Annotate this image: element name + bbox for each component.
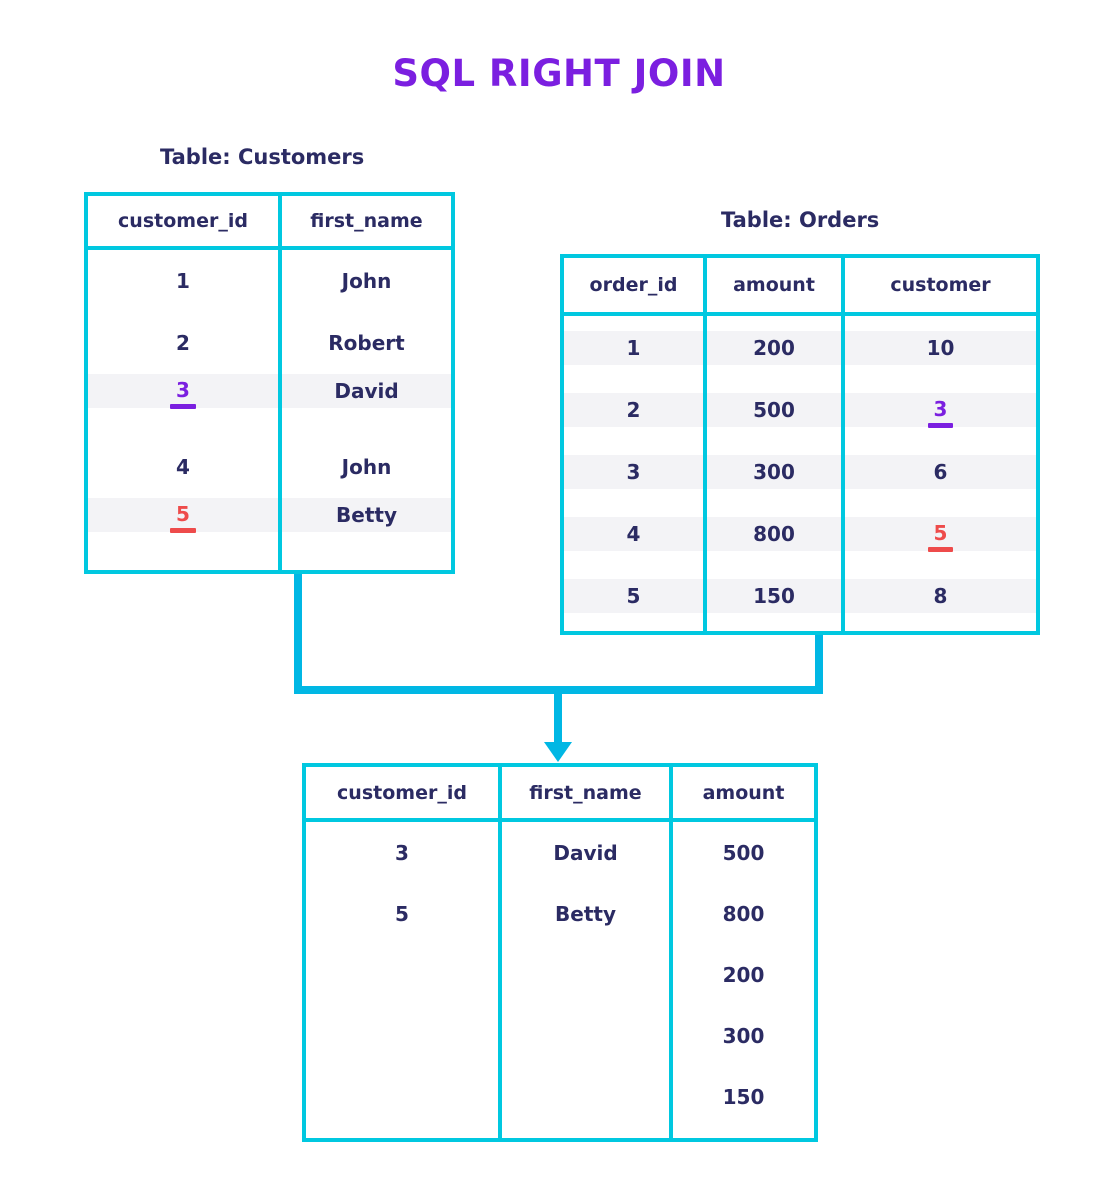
highlighted-value: 5 <box>927 521 954 552</box>
customers-row-gap <box>282 408 451 436</box>
result-cell-customer-id <box>306 1005 498 1066</box>
orders-cell-customer: 3 <box>845 393 1036 428</box>
customers-cell-customer-id: 2 <box>176 331 190 355</box>
result-cell-customer-id: 5 <box>395 901 409 926</box>
connector-customers-vertical <box>294 574 302 692</box>
orders-row-gap <box>707 365 841 393</box>
result-header-amount: amount <box>673 767 814 822</box>
highlighted-value: 5 <box>170 502 196 533</box>
customers-cell-first-name: Robert <box>328 331 405 355</box>
result-cell-first-name <box>502 1005 669 1066</box>
orders-table-caption: Table: Orders <box>721 208 880 232</box>
arrow-down-icon <box>544 742 572 762</box>
orders-column-amount: amount 200 500 300 800 150 <box>707 258 845 631</box>
orders-row-gap <box>564 316 703 331</box>
customers-header-customer-id: customer_id <box>88 196 278 250</box>
customers-cell-customer-id: 1 <box>176 269 190 293</box>
page-title: SQL RIGHT JOIN <box>392 52 726 95</box>
customers-cell-first-name: John <box>341 269 392 293</box>
result-header-first-name: first_name <box>502 767 669 822</box>
orders-cell-customer: 8 <box>845 579 1036 613</box>
customers-cell-customer-id: 3 <box>88 374 278 409</box>
orders-row-gap <box>707 427 841 455</box>
orders-cell-customer: 10 <box>845 331 1036 365</box>
result-cell-first-name <box>502 1066 669 1127</box>
orders-cell-order-id: 4 <box>564 517 703 551</box>
orders-row-gap <box>707 489 841 517</box>
customers-column-customer-id: customer_id 1 2 3 4 5 <box>88 196 282 570</box>
result-table: customer_id 3 5 first_name David Betty a… <box>302 763 818 1142</box>
highlighted-value: 3 <box>927 397 954 428</box>
result-column-first-name: first_name David Betty <box>502 767 673 1138</box>
customers-row-gap <box>88 408 278 436</box>
orders-cell-amount: 300 <box>707 455 841 489</box>
result-header-customer-id: customer_id <box>306 767 498 822</box>
customers-table: customer_id 1 2 3 4 5 first_name John Ro… <box>84 192 455 574</box>
result-cell-amount: 200 <box>722 962 765 987</box>
result-cell-first-name: David <box>553 840 618 865</box>
orders-cell-order-id: 5 <box>564 579 703 613</box>
orders-row-gap <box>707 551 841 579</box>
orders-row-gap <box>845 489 1036 517</box>
orders-cell-amount: 150 <box>707 579 841 613</box>
customers-cell-customer-id: 5 <box>88 498 278 533</box>
result-cell-first-name <box>502 944 669 1005</box>
customers-table-caption: Table: Customers <box>160 145 365 169</box>
result-cell-customer-id: 3 <box>395 840 409 865</box>
orders-table: order_id 1 2 3 4 5 amount 200 500 3 <box>560 254 1040 635</box>
result-cell-amount: 300 <box>722 1023 765 1048</box>
customers-cell-first-name: David <box>282 374 451 408</box>
customers-cell-first-name: John <box>341 455 392 479</box>
orders-cell-amount: 800 <box>707 517 841 551</box>
customers-cell-customer-id: 4 <box>176 455 190 479</box>
orders-cell-customer: 6 <box>845 455 1036 489</box>
orders-cell-customer: 5 <box>845 517 1036 552</box>
result-cell-amount: 150 <box>722 1084 765 1109</box>
result-cell-customer-id <box>306 944 498 1005</box>
orders-header-customer: customer <box>845 258 1036 316</box>
orders-row-gap <box>845 316 1036 331</box>
highlighted-value: 3 <box>170 378 196 409</box>
result-column-customer-id: customer_id 3 5 <box>306 767 502 1138</box>
orders-column-order-id: order_id 1 2 3 4 5 <box>564 258 707 631</box>
orders-row-gap <box>845 365 1036 393</box>
orders-cell-order-id: 2 <box>564 393 703 427</box>
orders-row-gap <box>564 551 703 579</box>
orders-cell-order-id: 1 <box>564 331 703 365</box>
orders-cell-amount: 200 <box>707 331 841 365</box>
result-column-amount: amount 500 800 200 300 150 <box>673 767 814 1138</box>
result-cell-customer-id <box>306 1066 498 1127</box>
orders-cell-amount: 500 <box>707 393 841 427</box>
customers-column-first-name: first_name John Robert David John Betty <box>282 196 451 570</box>
orders-column-customer: customer 10 3 6 5 8 <box>845 258 1036 631</box>
orders-row-gap <box>707 316 841 331</box>
orders-cell-order-id: 3 <box>564 455 703 489</box>
orders-header-order-id: order_id <box>564 258 703 316</box>
result-cell-amount: 800 <box>722 901 765 926</box>
customers-cell-first-name: Betty <box>282 498 451 532</box>
customers-header-first-name: first_name <box>282 196 451 250</box>
orders-row-gap <box>845 551 1036 579</box>
result-cell-amount: 500 <box>722 840 765 865</box>
orders-header-amount: amount <box>707 258 841 316</box>
orders-row-gap <box>564 427 703 455</box>
orders-row-gap <box>845 427 1036 455</box>
orders-row-gap <box>564 489 703 517</box>
connector-result-stem <box>554 686 562 746</box>
connector-orders-vertical <box>815 635 823 692</box>
result-cell-first-name: Betty <box>555 901 616 926</box>
orders-row-gap <box>564 365 703 393</box>
